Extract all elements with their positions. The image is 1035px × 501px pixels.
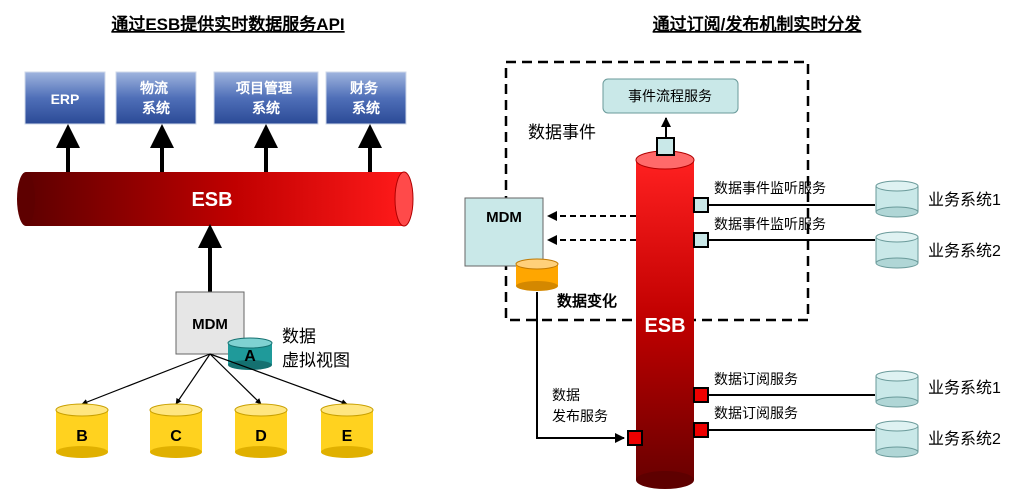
system-label-logistics: 物流 系统 bbox=[140, 80, 172, 116]
listen-port-1[interactable] bbox=[693, 197, 709, 213]
biz-db-bottom-2[interactable] bbox=[875, 420, 919, 458]
publish-port[interactable] bbox=[627, 430, 643, 446]
publish-path bbox=[536, 292, 625, 443]
listen-dashed-arrows bbox=[547, 211, 636, 245]
esb-label-right: ESB bbox=[644, 315, 685, 337]
esb-bus-vertical[interactable]: ESB bbox=[635, 150, 695, 489]
source-db-c-label: C bbox=[170, 428, 182, 445]
esb-bus-horizontal[interactable]: ESB bbox=[17, 171, 414, 227]
mdm-db-right[interactable] bbox=[515, 258, 559, 291]
source-db-e-label: E bbox=[342, 428, 353, 445]
subscribe-service-label-2: 数据订阅服务 bbox=[714, 405, 798, 421]
subscribe-port-1[interactable] bbox=[693, 387, 709, 403]
event-port[interactable] bbox=[656, 137, 675, 156]
source-dbs: B C D E bbox=[55, 403, 374, 458]
mdm-to-source-lines bbox=[81, 353, 348, 405]
system-label-project: 项目管理 系统 bbox=[236, 80, 296, 116]
system-label-finance: 财务 系统 bbox=[349, 80, 382, 116]
esb-to-system-arrows bbox=[56, 124, 382, 172]
biz-system-top-2-label: 业务系统2 bbox=[928, 242, 1001, 260]
virtual-view-label: 数据 虚拟视图 bbox=[282, 327, 350, 370]
listen-to-biz-lines bbox=[708, 204, 875, 241]
left-title: 通过ESB提供实时数据服务API bbox=[111, 14, 344, 34]
listen-port-2[interactable] bbox=[693, 232, 709, 248]
mdm-label-left: MDM bbox=[192, 316, 228, 333]
system-boxes: ERP 物流 系统 项目管理 系统 财务 系统 bbox=[24, 71, 407, 125]
source-db-d[interactable]: D bbox=[234, 403, 288, 458]
biz-db-top-2[interactable] bbox=[875, 231, 919, 269]
mdm-label-right: MDM bbox=[486, 209, 522, 226]
biz-system-bottom-2-label: 业务系统2 bbox=[928, 430, 1001, 448]
data-event-label: 数据事件 bbox=[528, 123, 596, 142]
esb-label-left: ESB bbox=[191, 189, 232, 211]
source-db-d-label: D bbox=[255, 428, 267, 445]
virtual-db-a-label: A bbox=[244, 348, 256, 365]
subscribe-service-label-1: 数据订阅服务 bbox=[714, 371, 798, 387]
source-db-c[interactable]: C bbox=[149, 403, 203, 458]
system-box-finance[interactable]: 财务 系统 bbox=[325, 71, 407, 125]
right-title: 通过订阅/发布机制实时分发 bbox=[653, 14, 863, 34]
event-flow-service-box[interactable]: 事件流程服务 bbox=[602, 78, 739, 114]
subscribe-to-biz-lines bbox=[708, 394, 875, 431]
biz-system-top-1-label: 业务系统1 bbox=[928, 191, 1001, 209]
data-change-label: 数据变化 bbox=[557, 292, 617, 310]
source-db-b[interactable]: B bbox=[55, 403, 109, 458]
listen-service-label-1: 数据事件监听服务 bbox=[714, 180, 826, 196]
system-box-erp[interactable]: ERP bbox=[24, 71, 106, 125]
biz-system-bottom-1-label: 业务系统1 bbox=[928, 379, 1001, 397]
source-db-b-label: B bbox=[76, 428, 88, 445]
source-db-e[interactable]: E bbox=[320, 403, 374, 458]
mdm-box-right[interactable]: MDM bbox=[464, 197, 544, 267]
listen-service-label-2: 数据事件监听服务 bbox=[714, 216, 826, 232]
system-box-logistics[interactable]: 物流 系统 bbox=[115, 71, 197, 125]
biz-db-bottom-1[interactable] bbox=[875, 370, 919, 408]
publish-service-label: 数据 发布服务 bbox=[552, 387, 608, 424]
system-box-project[interactable]: 项目管理 系统 bbox=[213, 71, 319, 125]
biz-db-top-1[interactable] bbox=[875, 180, 919, 218]
virtual-db-a[interactable]: A bbox=[227, 337, 273, 370]
event-flow-service-label: 事件流程服务 bbox=[628, 88, 712, 104]
system-label-erp: ERP bbox=[51, 91, 80, 107]
subscribe-port-2[interactable] bbox=[693, 422, 709, 438]
